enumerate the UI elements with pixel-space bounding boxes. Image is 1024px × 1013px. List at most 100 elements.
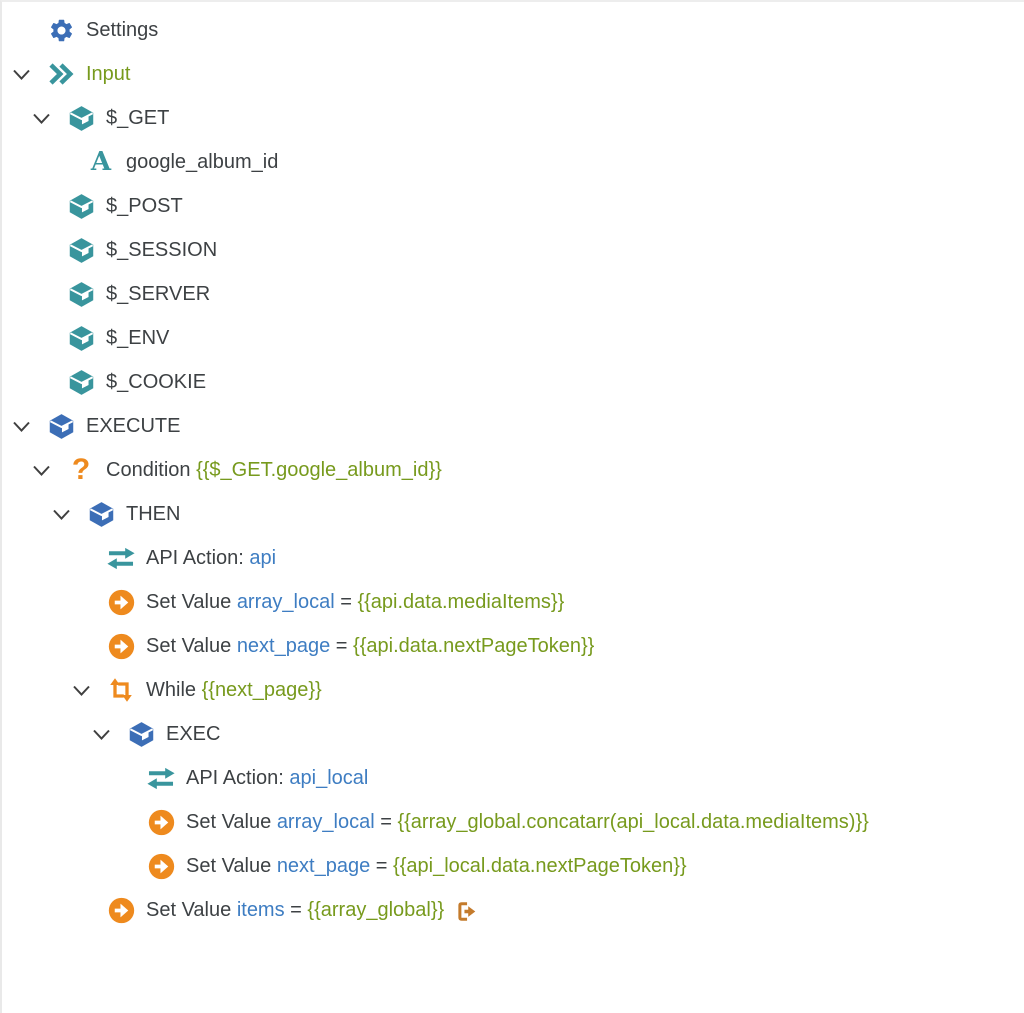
row-set-array-local-concat[interactable]: Set Value array_local = {{array_global.c… — [2, 800, 1024, 844]
label-segment: EXEC — [166, 722, 221, 745]
row-cookie[interactable]: $_COOKIE — [2, 360, 1024, 404]
row-set-next-page-local[interactable]: Set Value next_page = {{api_local.data.n… — [2, 844, 1024, 888]
label-segment: = — [370, 854, 394, 877]
label-segment: API Action: — [186, 766, 290, 789]
swap-icon — [106, 547, 136, 570]
chevron-down-icon[interactable] — [52, 507, 86, 522]
row-execute[interactable]: EXECUTE — [2, 404, 1024, 448]
label-segment: {{array_global.concatarr(api_local.data.… — [397, 810, 869, 833]
label-segment: Set Value — [146, 590, 237, 613]
row-label: Set Value array_local = {{array_global.c… — [186, 811, 869, 834]
label-segment: {{next_page}} — [201, 678, 322, 701]
label-segment: THEN — [126, 502, 181, 525]
row-env[interactable]: $_ENV — [2, 316, 1024, 360]
row-set-array-local[interactable]: Set Value array_local = {{api.data.media… — [2, 580, 1024, 624]
row-label: Set Value next_page = {{api_local.data.n… — [186, 855, 687, 878]
row-server[interactable]: $_SERVER — [2, 272, 1024, 316]
label-segment: items — [236, 898, 285, 921]
label-segment: {{array_global}} — [307, 898, 445, 921]
row-api-action-api[interactable]: API Action: api — [2, 536, 1024, 580]
label-segment: Condition — [106, 458, 197, 481]
row-label: $_ENV — [106, 327, 169, 350]
chevron-down-icon[interactable] — [32, 111, 66, 126]
question-icon: ? — [71, 453, 91, 486]
row-label: google_album_id — [126, 151, 278, 174]
loop-icon — [106, 677, 136, 703]
label-segment: API Action: — [146, 546, 250, 569]
row-label: Set Value array_local = {{api.data.media… — [146, 591, 564, 614]
chevron-down-icon[interactable] — [72, 683, 106, 698]
row-exec[interactable]: EXEC — [2, 712, 1024, 756]
box-icon — [66, 369, 96, 396]
set-value-icon — [106, 633, 136, 660]
label-segment: array_local — [236, 590, 335, 613]
label-segment: {{api.data.mediaItems}} — [357, 590, 565, 613]
label-segment: Set Value — [186, 854, 277, 877]
label-segment: Set Value — [186, 810, 277, 833]
label-segment: $_ENV — [106, 326, 170, 349]
label-segment: = — [284, 898, 308, 921]
label-segment: $_COOKIE — [106, 370, 207, 393]
row-set-next-page[interactable]: Set Value next_page = {{api.data.nextPag… — [2, 624, 1024, 668]
row-label: Input — [86, 63, 130, 86]
row-label: $_SERVER — [106, 283, 210, 306]
row-then[interactable]: THEN — [2, 492, 1024, 536]
row-api-action-api-local[interactable]: API Action: api_local — [2, 756, 1024, 800]
swap-icon — [146, 767, 176, 790]
row-label: API Action: api_local — [186, 767, 368, 790]
row-input[interactable]: Input — [2, 52, 1024, 96]
chevron-down-icon[interactable] — [12, 67, 46, 82]
set-value-icon — [106, 897, 136, 924]
label-segment: $_GET — [106, 106, 170, 129]
label-segment: Set Value — [146, 634, 237, 657]
row-get[interactable]: $_GET — [2, 96, 1024, 140]
label-segment: {{api_local.data.nextPageToken}} — [393, 854, 687, 877]
label-segment: = — [374, 810, 398, 833]
row-label: $_COOKIE — [106, 371, 206, 394]
label-segment: EXECUTE — [86, 414, 181, 437]
row-while[interactable]: While {{next_page}} — [2, 668, 1024, 712]
label-segment: api — [249, 546, 277, 569]
label-segment: array_local — [276, 810, 375, 833]
row-label: $_GET — [106, 107, 169, 130]
chevron-down-icon[interactable] — [12, 419, 46, 434]
set-value-icon — [146, 809, 176, 836]
row-label: API Action: api — [146, 547, 276, 570]
box-icon — [66, 105, 96, 132]
row-label: $_SESSION — [106, 239, 217, 262]
row-label: Set Value items = {{array_global}} — [146, 899, 444, 922]
label-segment: $_SERVER — [106, 282, 211, 305]
row-label: EXEC — [166, 723, 220, 746]
box-icon — [66, 325, 96, 352]
label-segment: {{$_GET.google_album_id}} — [196, 458, 442, 481]
set-value-icon — [106, 589, 136, 616]
label-segment: Input — [86, 62, 131, 85]
chevron-down-icon[interactable] — [92, 727, 126, 742]
label-segment: While — [146, 678, 202, 701]
row-label: While {{next_page}} — [146, 679, 322, 702]
label-segment: $_SESSION — [106, 238, 218, 261]
row-label: THEN — [126, 503, 180, 526]
chevron-down-icon[interactable] — [32, 463, 66, 478]
label-segment: api_local — [289, 766, 369, 789]
box-icon — [66, 193, 96, 220]
label-segment: google_album_id — [126, 150, 279, 173]
row-post[interactable]: $_POST — [2, 184, 1024, 228]
row-condition[interactable]: ? Condition {{$_GET.google_album_id}} — [2, 448, 1024, 492]
row-set-items[interactable]: Set Value items = {{array_global}} — [2, 888, 1024, 932]
label-segment: = — [330, 634, 354, 657]
label-segment: {{api.data.nextPageToken}} — [353, 634, 595, 657]
box-icon — [126, 721, 156, 748]
box-icon — [66, 281, 96, 308]
label-segment: = — [334, 590, 358, 613]
row-session[interactable]: $_SESSION — [2, 228, 1024, 272]
box-icon — [86, 501, 116, 528]
label-segment: Set Value — [146, 898, 237, 921]
row-settings[interactable]: Settings — [2, 8, 1024, 52]
row-label: $_POST — [106, 195, 183, 218]
row-label: Condition {{$_GET.google_album_id}} — [106, 459, 442, 482]
label-segment: next_page — [236, 634, 331, 657]
